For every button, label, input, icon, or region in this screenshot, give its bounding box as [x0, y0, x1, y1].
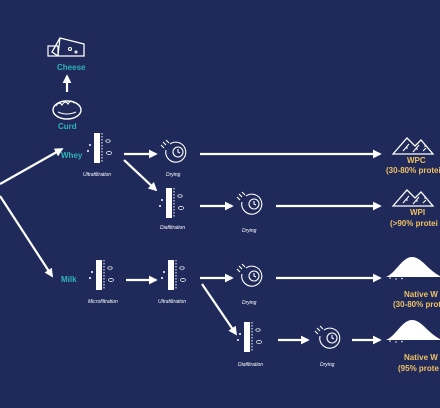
cheese-icon: [47, 37, 85, 57]
membrane-filter-icon: [158, 187, 185, 219]
ultrafiltration-whey-label: Ultrafiltration: [83, 172, 111, 178]
powder-pile-icon: [392, 137, 434, 155]
wpi-name: WPI: [410, 208, 425, 217]
dryer-icon: [236, 191, 263, 215]
membrane-filter-icon: [160, 259, 187, 291]
microfiltration-label: Microfiltration: [88, 299, 118, 305]
wpi-protein: (>90% protei: [390, 219, 438, 228]
ultrafiltration-milk-label: Ultrafiltration: [158, 299, 186, 305]
to-milk-arrow: [0, 195, 53, 278]
dryer-icon: [160, 139, 187, 163]
diafiltration-milk-label: Diafiltration: [238, 362, 263, 368]
milk-label: Milk: [61, 275, 77, 284]
drying-wpc-label: Drying: [166, 172, 181, 178]
wpc-protein: (30-80% protei: [386, 166, 440, 175]
uf-to-diafiltration-arrow: [123, 159, 158, 192]
native-1-name: Native W: [404, 290, 438, 299]
diafiltration-whey-label: Diafiltration: [160, 225, 185, 231]
powder-pile-icon: [392, 189, 434, 207]
drying-native-1-label: Drying: [242, 300, 257, 306]
native-2-protein: (95% prote: [398, 364, 439, 373]
wpc-name: WPC: [407, 156, 426, 165]
uf-to-diafiltration-milk-arrow: [201, 283, 237, 336]
dryer-icon: [236, 263, 263, 287]
powder-heap-icon: [386, 257, 440, 280]
curd-label: Curd: [58, 122, 77, 131]
membrane-filter-icon: [86, 132, 113, 164]
membrane-filter-icon: [236, 321, 263, 353]
membrane-filter-icon: [88, 259, 115, 291]
whey-label: Whey: [61, 151, 83, 160]
drying-native-2-label: Drying: [320, 362, 335, 368]
powder-heap-icon: [386, 320, 440, 343]
drying-wpi-label: Drying: [242, 228, 257, 234]
native-2-name: Native W: [404, 353, 438, 362]
curd-bowl-icon: [52, 100, 82, 120]
dryer-icon: [314, 325, 341, 349]
native-1-protein: (30-80% prot: [393, 300, 440, 309]
to-whey-arrow: [0, 148, 64, 185]
cheese-label: Cheese: [57, 63, 86, 72]
